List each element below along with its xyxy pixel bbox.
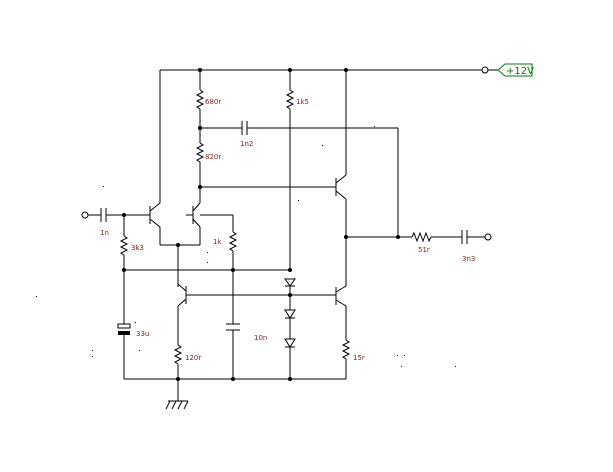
label-51r: 51r bbox=[418, 246, 430, 254]
resistor-680r: 680r bbox=[195, 70, 221, 128]
resistor-1k5: 1k5 bbox=[285, 70, 309, 271]
transistor-q5 bbox=[290, 285, 347, 340]
transistor-q2 bbox=[186, 187, 201, 245]
input-terminal bbox=[81, 211, 101, 219]
label-120r: 120r bbox=[185, 354, 201, 362]
label-1k: 1k bbox=[213, 238, 222, 246]
resistor-1k: 1k bbox=[200, 214, 238, 270]
label-3n3: 3n3 bbox=[462, 255, 475, 263]
label-3k3: 3k3 bbox=[131, 244, 144, 252]
capacitor-1n2: 1n2 bbox=[198, 121, 399, 237]
label-10n: 10n bbox=[254, 334, 267, 342]
capacitor-1n: 1n bbox=[100, 208, 150, 237]
transistor-q3 bbox=[177, 283, 290, 340]
supply-rail: +12V bbox=[160, 63, 534, 77]
resistor-120r: 120r bbox=[173, 340, 201, 379]
label-820r: 820r bbox=[205, 153, 221, 161]
capacitor-10n: 10n bbox=[226, 270, 267, 379]
ground-rail bbox=[124, 377, 346, 381]
tail-junction bbox=[160, 243, 200, 287]
stray-marks bbox=[36, 126, 456, 367]
capacitor-3n3: 3n3 bbox=[461, 230, 492, 263]
label-1n: 1n bbox=[100, 229, 109, 237]
ground-symbol bbox=[165, 379, 189, 410]
resistor-15r: 15r bbox=[341, 339, 365, 379]
label-15r: 15r bbox=[353, 354, 365, 362]
label-33u: 33u bbox=[136, 330, 149, 338]
output-node bbox=[344, 235, 400, 286]
transistor-q4 bbox=[335, 70, 347, 237]
resistor-820r: 820r bbox=[195, 128, 336, 189]
label-1k5: 1k5 bbox=[296, 98, 309, 106]
label-1n2: 1n2 bbox=[240, 140, 253, 148]
supply-label: +12V bbox=[506, 66, 534, 77]
capacitor-33u: 33u bbox=[117, 270, 149, 379]
transistor-q1 bbox=[149, 70, 161, 245]
resistor-3k3: 3k3 bbox=[119, 215, 292, 272]
label-680r: 680r bbox=[205, 98, 221, 106]
diode-string bbox=[284, 278, 296, 379]
resistor-51r: 51r bbox=[398, 231, 462, 254]
